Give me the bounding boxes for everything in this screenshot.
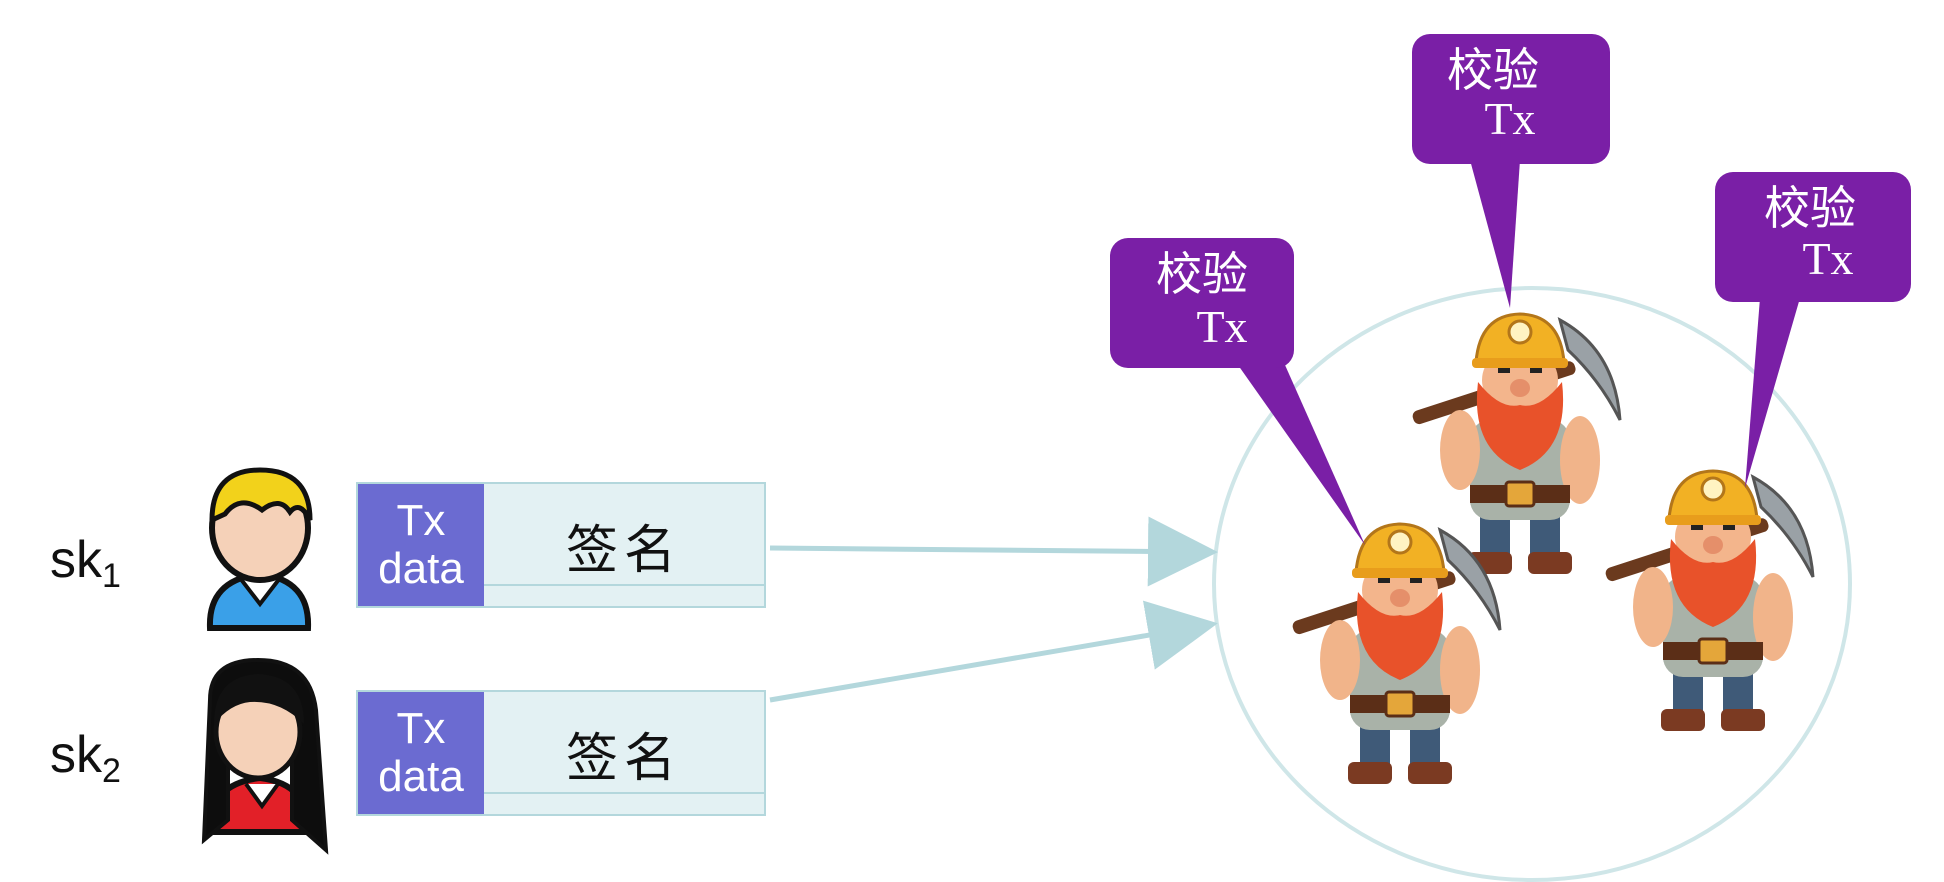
key-subscript: 2: [102, 752, 121, 790]
key-base-text: sk: [50, 531, 102, 589]
tx-box-divider: [484, 792, 764, 794]
key-subscript: 1: [102, 557, 121, 595]
user-black-hair-icon: [201, 657, 329, 855]
tx-data-block: Tx data: [358, 692, 484, 814]
bubble-text-tx: Tx: [1196, 301, 1247, 352]
tx-data-line-1: Tx: [396, 496, 446, 545]
sender-key-label-1: sk1: [50, 530, 121, 596]
bubble-text-verify: 校验: [1447, 43, 1539, 97]
bubble-text-verify: 校验: [1764, 181, 1856, 235]
tx-data-line-1: Tx: [396, 704, 446, 753]
sender-key-label-2: sk2: [50, 725, 121, 791]
transaction-box-1: Tx data 签名: [356, 482, 766, 608]
tx-data-line-2: data: [378, 544, 464, 593]
user-blond-icon: [206, 467, 313, 631]
arrow-tx2-to-miners: [769, 600, 1218, 703]
bubble-text-tx: Tx: [1484, 93, 1535, 144]
bubble-text-verify: 校验: [1156, 247, 1248, 301]
arrow-tx1-to-miners: [769, 516, 1218, 587]
tx-data-line-2: data: [378, 752, 464, 801]
signature-text: 签名: [565, 728, 682, 789]
signature-text: 签名: [565, 520, 682, 581]
transaction-box-2: Tx data 签名: [356, 690, 766, 816]
speech-bubble-right: 校验 Tx: [1715, 172, 1911, 488]
speech-bubble-top: 校验 Tx: [1412, 34, 1610, 308]
bubble-text-tx: Tx: [1802, 233, 1853, 284]
key-base-text: sk: [50, 726, 102, 784]
tx-data-block: Tx data: [358, 484, 484, 606]
speech-bubble-left: 校验 Tx: [1110, 238, 1365, 545]
tx-box-divider: [484, 584, 764, 586]
